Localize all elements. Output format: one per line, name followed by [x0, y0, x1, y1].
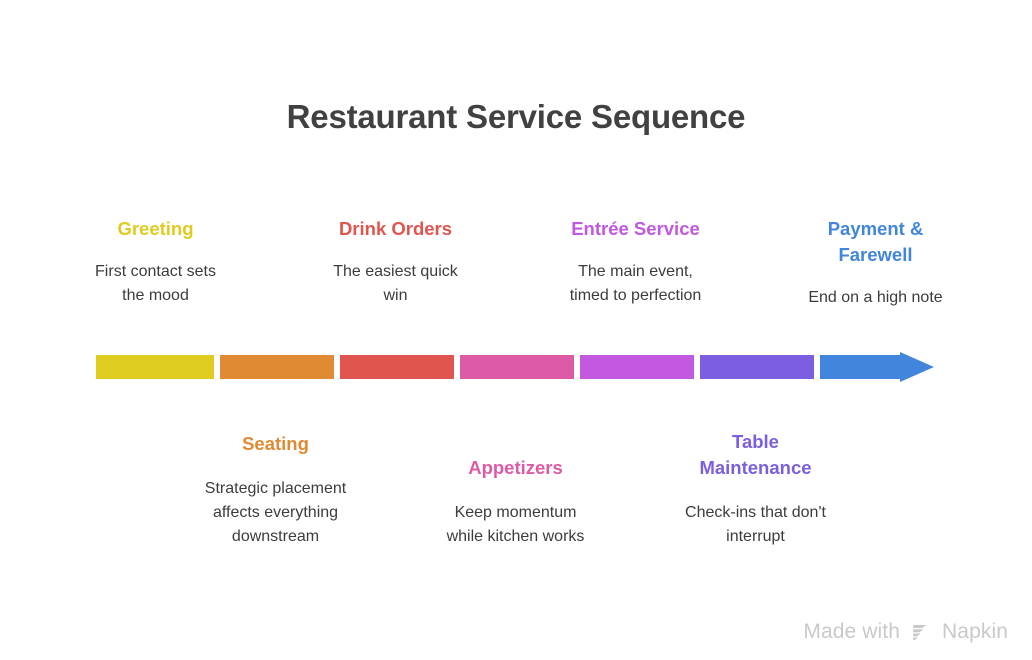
watermark-brand: Napkin: [942, 620, 1008, 643]
stage-table-maintenance: Table Maintenance Check-ins that don't i…: [653, 429, 858, 549]
timeline-segment-entree-service: [580, 355, 694, 379]
timeline-segment-drink-orders: [340, 355, 454, 379]
stage-greeting-description: First contact sets the mood: [95, 263, 216, 304]
stage-drink-orders: Drink Orders The easiest quick win: [293, 216, 498, 308]
stage-payment-farewell: Payment & Farewell End on a high note: [773, 216, 978, 310]
stage-table-maintenance-label: Table Maintenance: [699, 431, 812, 478]
stage-greeting: Greeting First contact sets the mood: [53, 216, 258, 308]
stage-seating-description: Strategic placement affects everything d…: [204, 480, 347, 545]
timeline-arrow: [96, 352, 934, 382]
timeline-segment-greeting: [96, 355, 214, 379]
stage-entree-service: Entrée Service The main event, timed to …: [533, 216, 738, 308]
timeline-segment-appetizers: [460, 355, 574, 379]
timeline-segment-table-maintenance: [700, 355, 814, 379]
napkin-watermark: Made with Napkin: [803, 620, 1008, 644]
stage-payment-farewell-label: Payment & Farewell: [827, 218, 924, 265]
page-title: Restaurant Service Sequence: [286, 98, 746, 135]
napkin-logo-icon: [909, 620, 933, 644]
stage-entree-service-description: The main event, timed to perfection: [569, 263, 702, 304]
stage-entree-service-label: Entrée Service: [571, 218, 700, 239]
stage-seating: Seating Strategic placement affects ever…: [173, 431, 378, 549]
timeline-segments: [96, 352, 934, 382]
stage-seating-label: Seating: [242, 433, 309, 454]
stage-greeting-label: Greeting: [117, 218, 194, 239]
timeline-segment-payment-farewell: [820, 352, 934, 382]
stage-appetizers: Appetizers Keep momentum while kitchen w…: [413, 455, 618, 549]
stage-appetizers-description: Keep momentum while kitchen works: [446, 504, 585, 545]
stage-table-maintenance-description: Check-ins that don't interrupt: [685, 504, 826, 545]
stage-payment-farewell-description: End on a high note: [808, 289, 943, 306]
watermark-prefix: Made with: [803, 620, 901, 643]
stage-drink-orders-label: Drink Orders: [338, 218, 453, 239]
timeline-segment-seating: [220, 355, 334, 379]
stage-appetizers-label: Appetizers: [468, 457, 563, 478]
stage-drink-orders-description: The easiest quick win: [333, 263, 458, 304]
